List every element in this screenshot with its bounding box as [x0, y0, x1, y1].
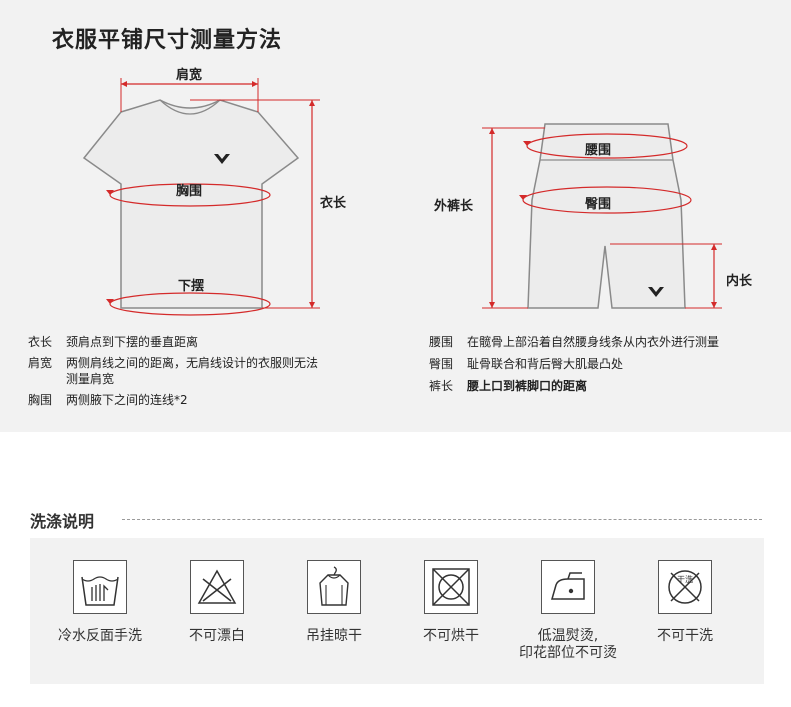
hand-wash-icon — [81, 576, 119, 606]
no-dry-clean-icon: 干洗 — [668, 570, 702, 604]
page-title: 衣服平铺尺寸测量方法 — [52, 28, 283, 53]
label-chest: 胸围 — [176, 184, 203, 199]
wash-heading: 洗涤说明 — [30, 512, 95, 531]
no-bleach-icon — [197, 569, 237, 604]
desc-row: 裤长腰上口到裤脚口的距离 — [429, 379, 588, 393]
wash-item-no-tumble-dry: 不可烘干 — [391, 560, 511, 645]
measurement-figure — [82, 78, 722, 316]
wash-item-low-iron: 低温熨烫, 印花部位不可烫 — [508, 560, 628, 662]
label-hip: 臀围 — [585, 197, 612, 212]
tshirt-collar — [159, 99, 221, 115]
desc-row: 胸围两侧腋下之间的连线*2 — [28, 393, 188, 407]
label-shoulder: 肩宽 — [176, 68, 203, 83]
wash-panel: 冷水反面手洗 不可漂白 吊挂晾干 — [30, 538, 764, 684]
label-outseam: 外裤长 — [434, 199, 474, 214]
wash-item-hand-wash: 冷水反面手洗 — [40, 560, 160, 645]
tshirt-logo-icon — [214, 154, 230, 164]
svg-text:干洗: 干洗 — [677, 574, 693, 584]
tshirt-outline — [82, 99, 300, 309]
no-tumble-dry-icon — [432, 568, 470, 606]
desc-row: 臀围耻骨联合和背后臀大肌最凸处 — [429, 357, 624, 371]
hang-dry-icon — [319, 566, 349, 606]
desc-row: 衣长颈肩点到下摆的垂直距离 — [28, 335, 199, 349]
wash-item-hang-dry: 吊挂晾干 — [274, 560, 394, 645]
label-hem: 下摆 — [178, 279, 205, 294]
desc-row: 腰围在髋骨上部沿着自然腰身线条从内衣外进行测量 — [429, 335, 720, 349]
wash-item-no-bleach: 不可漂白 — [157, 560, 277, 645]
shorts-logo-icon — [648, 287, 664, 297]
label-inseam: 内长 — [726, 274, 753, 289]
desc-row: 肩宽两侧肩线之间的距离，无肩线设计的衣服则无法 测量肩宽 — [28, 356, 319, 386]
wash-divider — [122, 519, 762, 520]
pants-desc-list: 腰围在髋骨上部沿着自然腰身线条从内衣外进行测量 臀围耻骨联合和背后臀大肌最凸处 … — [429, 334, 779, 394]
shirt-desc-list: 衣长颈肩点到下摆的垂直距离 肩宽两侧肩线之间的距离，无肩线设计的衣服则无法 测量… — [28, 334, 388, 408]
low-iron-icon — [551, 572, 585, 600]
wash-item-no-dry-clean: 干洗 不可干洗 — [625, 560, 745, 645]
label-waist: 腰围 — [585, 143, 612, 158]
label-length: 衣长 — [320, 196, 347, 211]
